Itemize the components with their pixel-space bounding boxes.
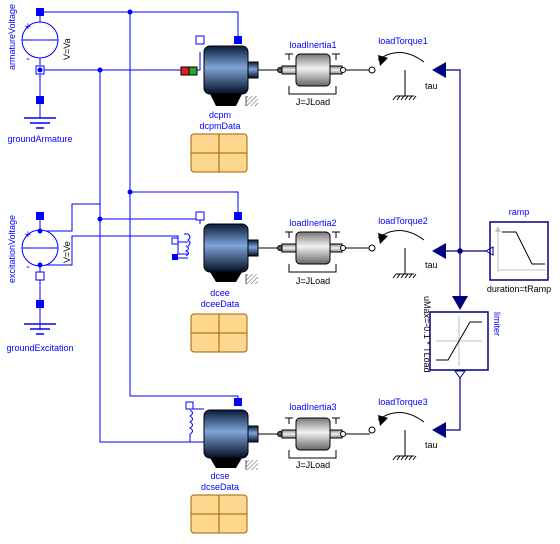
ground-armature-label: groundArmature bbox=[7, 134, 72, 144]
motor-dcse-data-label: dcseData bbox=[201, 482, 239, 492]
load-torque-2-label: loadTorque2 bbox=[378, 216, 428, 226]
ground-excitation[interactable]: groundExcitation bbox=[6, 300, 74, 353]
motor-dcse[interactable]: dcse dcseData bbox=[185, 398, 259, 492]
load-inertia-3-param: J=JLoad bbox=[296, 460, 330, 470]
armature-voltage-param: V=Va bbox=[62, 38, 72, 60]
motor-dcee[interactable]: dcee dceeData bbox=[171, 211, 259, 309]
load-inertia-2-label: loadInertia2 bbox=[289, 218, 336, 228]
load-torque-3[interactable]: loadTorque3 tau bbox=[368, 397, 446, 461]
motor-dcpm-data-label: dcpmData bbox=[199, 121, 240, 131]
motor-dcpm[interactable]: dcpm dcpmData bbox=[180, 35, 259, 131]
ground-excitation-label: groundExcitation bbox=[6, 343, 73, 353]
excitation-voltage-param: V=Ve bbox=[62, 241, 72, 263]
limiter-block[interactable]: limiter uMax=-0.1 * TLoad bbox=[422, 296, 502, 379]
load-torque-2[interactable]: loadTorque2 tau bbox=[368, 216, 446, 279]
motor-dcee-label: dcee bbox=[210, 288, 230, 298]
motor-dcee-data-label: dceeData bbox=[201, 299, 240, 309]
motor-dcpm-label: dcpm bbox=[209, 110, 231, 120]
load-torque-1-label: loadTorque1 bbox=[378, 36, 428, 46]
svg-text:-: - bbox=[26, 53, 30, 65]
armature-voltage-label: armatureVoltage bbox=[7, 4, 17, 70]
ground-armature[interactable]: groundArmature bbox=[7, 96, 73, 144]
data-record-dcpm[interactable] bbox=[190, 133, 248, 173]
load-inertia-3[interactable]: loadInertia3 J=JLoad bbox=[258, 402, 370, 470]
ramp-block[interactable]: ramp duration=tRamp bbox=[484, 207, 551, 294]
load-torque-1-tau: tau bbox=[425, 81, 438, 91]
load-torque-3-label: loadTorque3 bbox=[378, 397, 428, 407]
limiter-param: uMax=-0.1 * TLoad bbox=[422, 296, 432, 373]
load-inertia-2[interactable]: loadInertia2 J=JLoad bbox=[258, 218, 370, 286]
load-inertia-2-param: J=JLoad bbox=[296, 276, 330, 286]
load-torque-2-tau: tau bbox=[425, 260, 438, 270]
load-inertia-1[interactable]: loadInertia1 J=JLoad bbox=[258, 40, 370, 107]
svg-text:+: + bbox=[25, 229, 31, 241]
ramp-label: ramp bbox=[509, 207, 530, 217]
load-torque-1[interactable]: loadTorque1 tau bbox=[368, 36, 446, 101]
data-record-dcse[interactable] bbox=[190, 494, 248, 534]
load-inertia-1-param: J=JLoad bbox=[296, 97, 330, 107]
load-torque-3-tau: tau bbox=[425, 440, 438, 450]
limiter-label: limiter bbox=[492, 312, 502, 336]
excitation-voltage-label: excitationVoltage bbox=[7, 215, 17, 283]
load-inertia-3-label: loadInertia3 bbox=[289, 402, 336, 412]
ramp-param: duration=tRamp bbox=[487, 284, 551, 294]
svg-text:-: - bbox=[26, 261, 30, 273]
svg-text:+: + bbox=[25, 21, 31, 33]
signal-wires bbox=[440, 69, 486, 431]
data-record-dcee[interactable] bbox=[190, 313, 248, 353]
motor-dcse-label: dcse bbox=[210, 471, 229, 481]
junction-dots bbox=[37, 9, 133, 268]
excitation-voltage-source[interactable]: + - excitationVoltage V=Ve bbox=[7, 212, 72, 283]
armature-voltage-source[interactable]: + - armatureVoltage V=Va bbox=[7, 4, 72, 75]
load-inertia-1-label: loadInertia1 bbox=[289, 40, 336, 50]
